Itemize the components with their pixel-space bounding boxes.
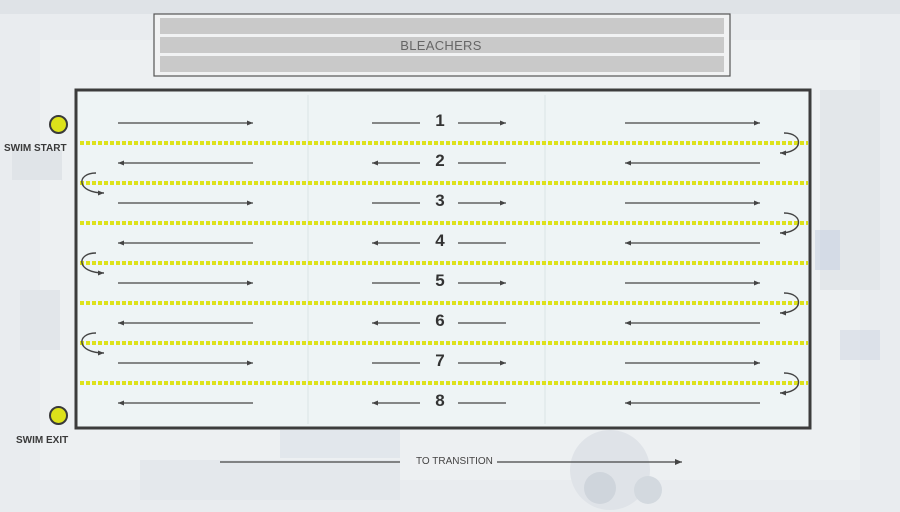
turn-arrow-2 [81,172,105,196]
swim-exit-label: SWIM EXIT [16,435,69,446]
turn-arrows [81,132,800,396]
lane-ropes [80,141,808,385]
swim-start-label: SWIM START [4,143,67,154]
pool [74,88,812,430]
turn-arrow-4 [81,252,105,276]
bleachers [153,13,731,77]
turn-arrow-6 [81,332,105,356]
lane-number-4: 4 [435,231,445,250]
lane-number-2: 2 [435,151,445,170]
lane-number-6: 6 [435,311,445,330]
lane-number-8: 8 [435,391,445,410]
turn-arrow-7 [779,372,800,396]
swim-start-marker [49,115,68,134]
lane-number-3: 3 [435,191,445,210]
bleachers-label: BLEACHERS [400,38,482,53]
lane-number-5: 5 [435,271,445,290]
turn-arrow-5 [779,292,800,316]
turn-arrow-3 [779,212,800,236]
swim-exit-marker [49,406,68,425]
lane-number-1: 1 [435,111,445,130]
transition-label: TO TRANSITION [412,456,497,467]
lane-arrows [118,120,760,406]
lane-number-7: 7 [435,351,445,370]
turn-arrow-1 [779,132,800,156]
